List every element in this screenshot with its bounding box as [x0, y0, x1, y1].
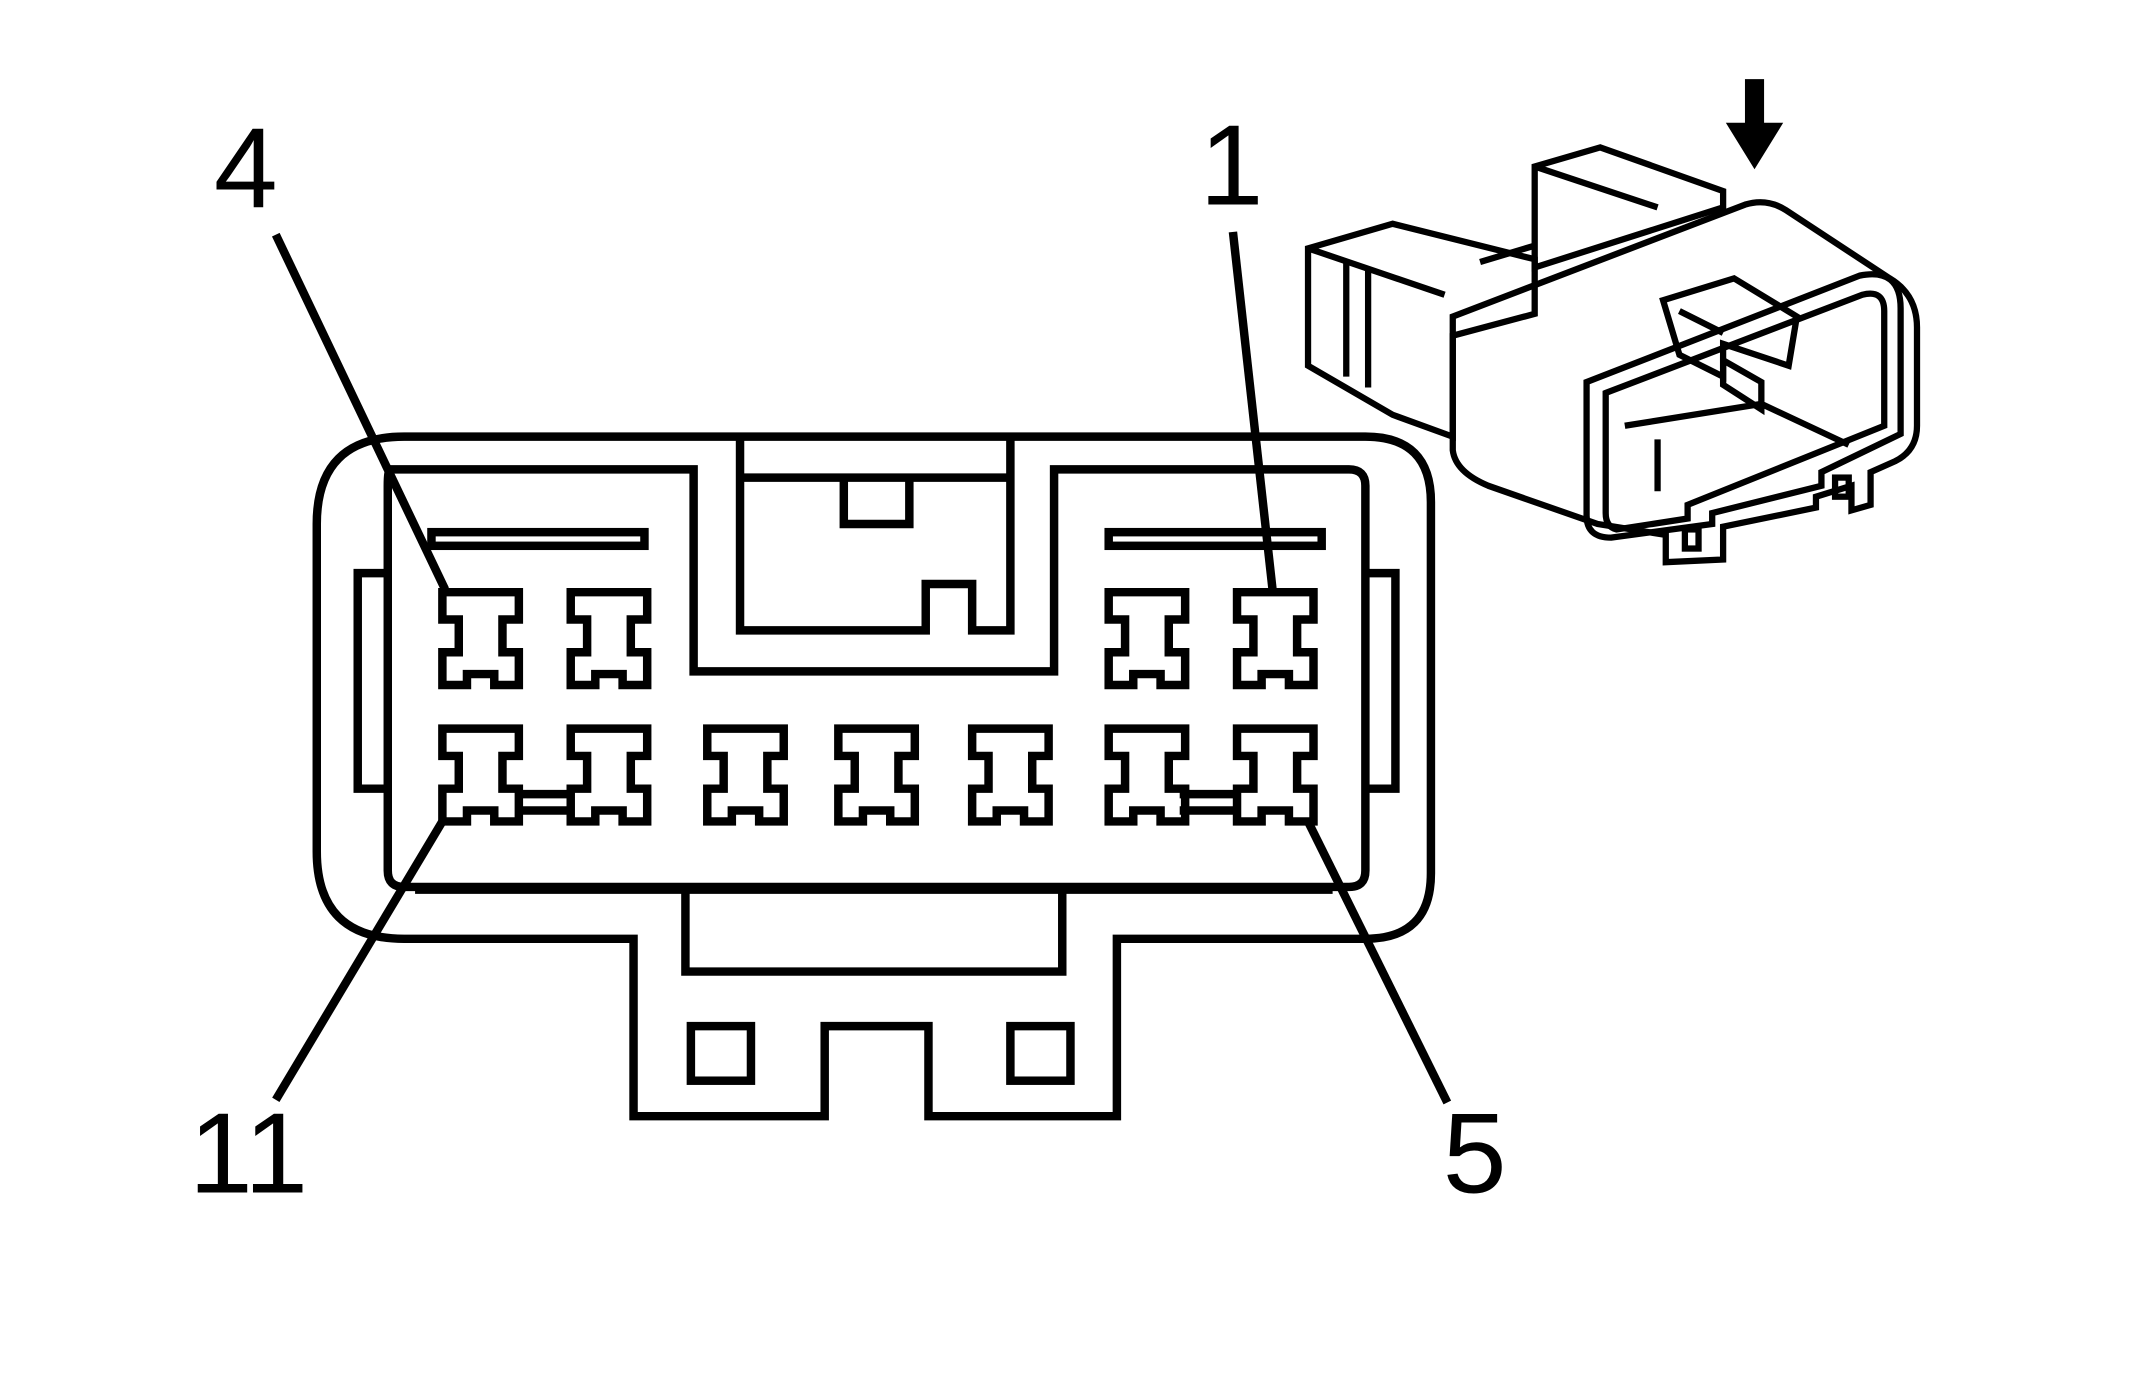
leader-line-5	[1304, 819, 1452, 1105]
terminal-bottom-2	[566, 724, 652, 826]
slot-left	[427, 527, 649, 551]
lock-hole-left	[686, 1021, 756, 1085]
leader-line-1	[1228, 231, 1277, 590]
leader-line-4	[271, 232, 449, 592]
upper-block	[1531, 144, 1727, 272]
pin-label-11: 11	[189, 1090, 308, 1218]
bridge-6-5	[1179, 789, 1240, 815]
pin-label-4: 4	[214, 104, 278, 232]
bridge-11-10	[516, 789, 574, 815]
left-rail	[353, 568, 388, 793]
slot-right	[1104, 527, 1326, 551]
top-latch	[1659, 274, 1801, 382]
connector-face	[312, 432, 1436, 1121]
terminal-top-1	[438, 587, 524, 690]
center-key	[735, 439, 1015, 635]
mating-face	[1583, 271, 1904, 541]
center-key-tab	[839, 477, 914, 529]
terminal-bridges	[516, 789, 1240, 815]
outer-housing	[312, 432, 1436, 1121]
terminals	[438, 587, 1318, 826]
terminal-bottom-6	[1104, 724, 1190, 826]
terminal-top-2	[566, 587, 652, 690]
terminal-top-4	[1232, 587, 1318, 690]
terminal-bottom-1	[438, 724, 524, 826]
terminal-bottom-3	[703, 724, 788, 826]
right-rail	[1365, 568, 1400, 793]
leader-line-11	[272, 819, 447, 1102]
down-arrow-icon	[1725, 79, 1784, 170]
terminal-bottom-5	[967, 724, 1053, 826]
main-body	[1449, 199, 1921, 566]
connector-isometric-view	[1304, 79, 1921, 566]
iso-lock-hole-left	[1681, 526, 1702, 552]
pin-label-5: 5	[1443, 1090, 1507, 1218]
inner-recess	[383, 465, 1370, 892]
bottom-tab	[681, 889, 1067, 976]
leader-lines	[271, 231, 1452, 1105]
terminal-bottom-7	[1232, 724, 1318, 826]
lock-hole-right	[1006, 1021, 1075, 1085]
terminal-top-3	[1104, 587, 1190, 690]
iso-lock-hole-right	[1831, 474, 1852, 500]
pin-label-1: 1	[1200, 102, 1264, 230]
terminal-bottom-4	[834, 724, 920, 826]
